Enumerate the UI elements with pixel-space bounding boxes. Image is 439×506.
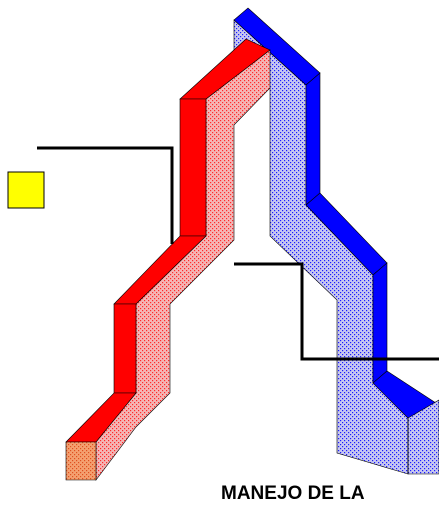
line-left (37, 148, 172, 244)
red-bar-top-4 (114, 304, 136, 393)
blue-bar-top-2 (306, 73, 320, 205)
red-bar (66, 39, 270, 480)
caption: MANEJO DE LA (221, 483, 365, 505)
red-bar-end (66, 442, 96, 480)
red-bar-top-2 (180, 99, 206, 236)
yellow-square-icon (8, 172, 44, 208)
blue-bar-top-4 (373, 263, 387, 383)
